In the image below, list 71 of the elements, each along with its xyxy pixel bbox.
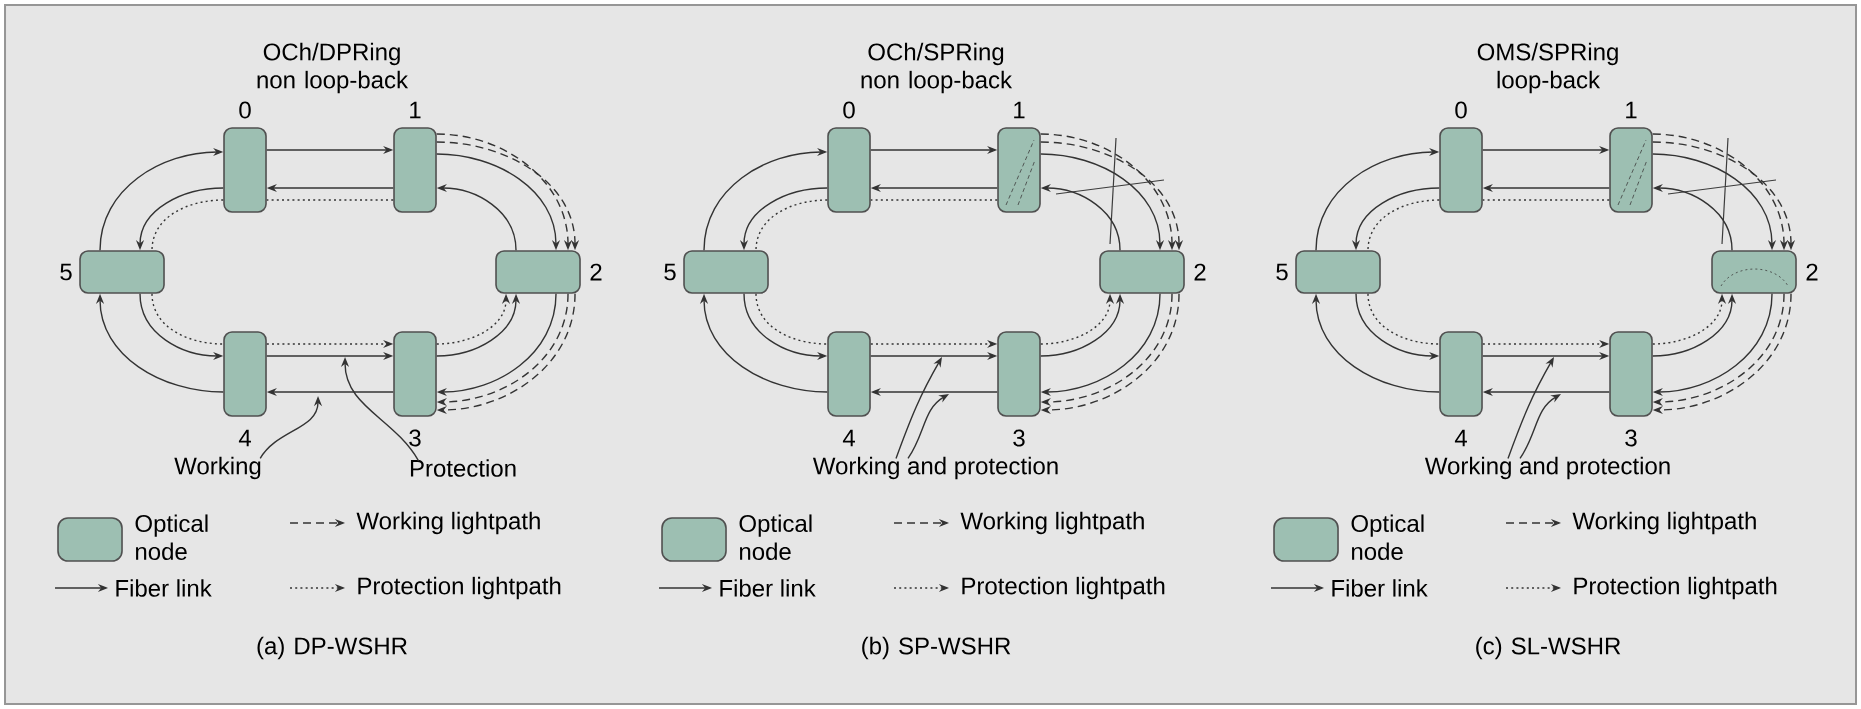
panel-caption: (c) SL-WSHR [1476, 636, 1621, 660]
optical-node-box [223, 331, 267, 417]
optical-node-box [79, 250, 165, 294]
ring-title: OCh/DPRing non loop-back [257, 42, 409, 94]
optical-node-box [1439, 127, 1483, 213]
legend-label: Optical node [739, 514, 812, 560]
legend-label: Fiber link [1332, 579, 1428, 597]
panel-caption: (a) DP-WSHR [257, 636, 407, 660]
node-number: 4 [842, 429, 855, 447]
optical-node-box [1439, 331, 1483, 417]
node-number: 0 [843, 101, 855, 119]
node-number: 0 [239, 101, 251, 119]
protection-lightpath [870, 199, 998, 201]
optical-node-box [495, 250, 581, 294]
protection-lightpath [151, 293, 224, 345]
ring-title: OCh/SPRing non loop-back [861, 42, 1013, 94]
legend-label: Protection lightpath [1574, 576, 1777, 600]
ring-title: OMS/SPRing loop-back [1477, 42, 1618, 94]
node-number: 3 [1013, 429, 1025, 447]
protection-lightpath [1482, 199, 1610, 201]
annotation-text: Working and protection [812, 456, 1058, 480]
optical-node-box [997, 127, 1041, 213]
protection-lightpath [1367, 199, 1440, 251]
optical-node-box [393, 127, 437, 213]
legend-label: Working lightpath [1572, 511, 1756, 535]
annotation-text: Protection [410, 459, 516, 477]
legend-label: Optical node [1351, 514, 1424, 560]
leader-line [1507, 357, 1554, 460]
protection-lightpath [755, 293, 828, 345]
legend-label: Protection lightpath [358, 576, 561, 600]
protection-lightpath [266, 199, 394, 201]
node-number: 4 [238, 429, 251, 447]
node-number: 3 [1625, 429, 1637, 447]
annotation-text: Working [174, 456, 261, 480]
legend-label: Optical node [135, 514, 208, 560]
protection-lightpath [755, 199, 828, 251]
legend-label: Protection lightpath [962, 576, 1165, 600]
node-number: 2 [1194, 263, 1206, 281]
node-number: 0 [1455, 101, 1467, 119]
optical-node-box [1099, 250, 1185, 294]
annotation-text: Working and protection [1424, 456, 1670, 480]
leader-line [907, 394, 949, 460]
node-number: 5 [664, 263, 676, 281]
optical-node-box [683, 250, 769, 294]
legend-label: Working lightpath [960, 511, 1144, 535]
optical-node-box [827, 331, 871, 417]
optical-node-box [997, 331, 1041, 417]
optical-node-box [1609, 127, 1653, 213]
optical-node-box [1295, 250, 1381, 294]
node-number: 1 [410, 101, 421, 119]
protection-lightpath [1367, 293, 1440, 345]
leader-line [1519, 394, 1561, 460]
node-number: 3 [409, 429, 421, 447]
node-number: 4 [1454, 429, 1467, 447]
node-number: 1 [1626, 101, 1637, 119]
legend-label: Working lightpath [356, 511, 540, 535]
leader-line [895, 357, 942, 460]
optical-node-box [393, 331, 437, 417]
node-number: 1 [1014, 101, 1025, 119]
optical-node-box [1609, 331, 1653, 417]
node-number: 5 [1276, 263, 1288, 281]
legend-label: Fiber link [116, 579, 212, 597]
optical-node-box [1711, 250, 1797, 294]
node-number: 5 [60, 263, 72, 281]
optical-node-box [223, 127, 267, 213]
legend-label: Fiber link [720, 579, 816, 597]
panel-caption: (b) SP-WSHR [862, 636, 1011, 660]
node-number: 2 [590, 263, 602, 281]
protection-lightpath [151, 199, 224, 251]
optical-node-box [827, 127, 871, 213]
node-number: 2 [1806, 263, 1818, 281]
